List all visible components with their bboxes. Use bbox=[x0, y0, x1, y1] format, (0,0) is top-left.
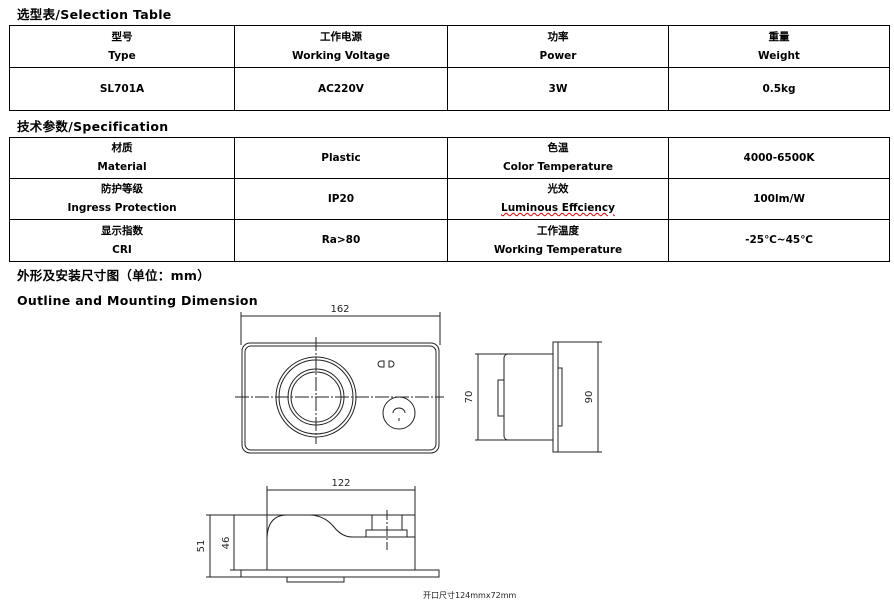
outline-title-en: Outline and Mounting Dimension bbox=[17, 293, 258, 308]
selection-table-title: 选型表/Selection Table bbox=[17, 7, 172, 22]
dim-flange: 90 bbox=[584, 391, 595, 404]
dim-total-height: 51 bbox=[196, 540, 207, 553]
spec-value: Ra>80 bbox=[234, 219, 448, 262]
outline-title-cn: 外形及安装尺寸图（单位：mm） bbox=[17, 268, 211, 283]
spec-value: 4000-6500K bbox=[668, 137, 890, 179]
cutout-size: 开口尺寸124mmx72mm bbox=[423, 590, 517, 600]
spec-value: 100lm/W bbox=[668, 178, 890, 220]
dim-height: 70 bbox=[464, 391, 475, 404]
value-weight: 0.5kg bbox=[668, 67, 890, 111]
spec-value: IP20 bbox=[234, 178, 448, 220]
front-view: 162 bbox=[235, 304, 444, 454]
value-type: SL701A bbox=[9, 67, 235, 111]
dim-body-height: 46 bbox=[221, 537, 232, 550]
side-view: 70 90 bbox=[464, 341, 602, 453]
bottom-view: 122 51 46 开口尺寸124mmx72mm bbox=[196, 478, 517, 600]
light-sensor-icon bbox=[382, 396, 416, 430]
dim-width: 162 bbox=[330, 304, 349, 315]
spec-value: Plastic bbox=[234, 137, 448, 179]
spec-value: -25℃~45℃ bbox=[668, 219, 890, 262]
spec-table-title: 技术参数/Specification bbox=[17, 119, 169, 134]
dim-depth: 122 bbox=[331, 478, 350, 489]
